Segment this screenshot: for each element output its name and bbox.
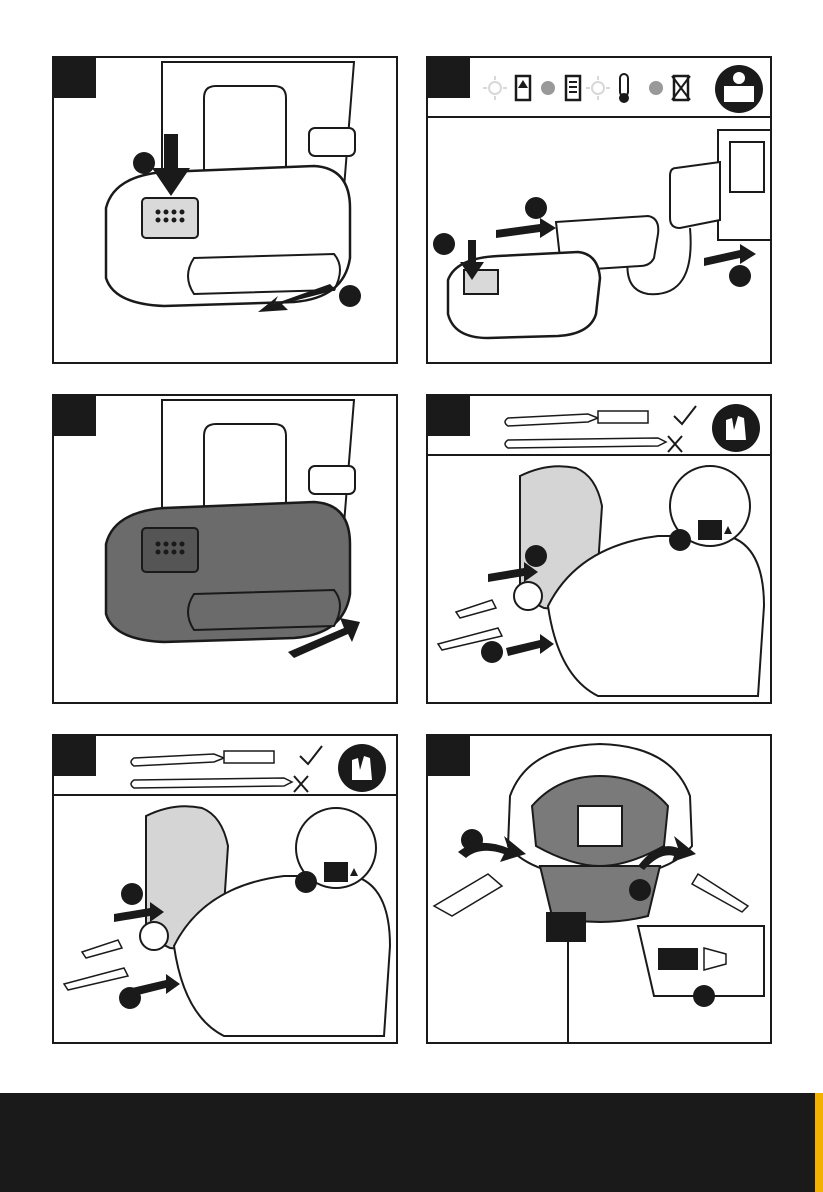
panel-insert-bit-1 — [426, 394, 772, 704]
insert-battery-illustration — [54, 396, 398, 704]
forward-reverse-illustration — [428, 736, 772, 1044]
round-shank-bit-no — [505, 436, 682, 452]
panel-forward-reverse — [426, 734, 772, 1044]
battery-charging-icon — [516, 76, 530, 100]
sun-led-icon — [586, 76, 610, 100]
hex-shank-bit-ok — [505, 406, 696, 426]
thermometer-icon — [619, 74, 629, 103]
panel-insert-bit-2 — [52, 734, 398, 1044]
grey-dot-icon — [541, 81, 555, 95]
crossed-battery-icon — [672, 76, 690, 100]
grey-dot-icon — [649, 81, 663, 95]
charge-battery-illustration — [428, 58, 772, 364]
panel-charge-battery — [426, 56, 772, 364]
insert-bit-1-illustration — [428, 396, 772, 704]
release-button — [142, 198, 198, 238]
remove-battery-illustration — [54, 58, 398, 364]
sun-led-icon — [483, 76, 507, 100]
insert-bit-2-illustration — [54, 736, 398, 1044]
panel-insert-battery — [52, 394, 398, 704]
footer-band — [0, 1093, 823, 1192]
panel-remove-battery — [52, 56, 398, 364]
battery-full-icon — [566, 76, 580, 100]
read-manual-icon — [715, 65, 763, 113]
footer-accent-edge — [815, 1093, 823, 1192]
